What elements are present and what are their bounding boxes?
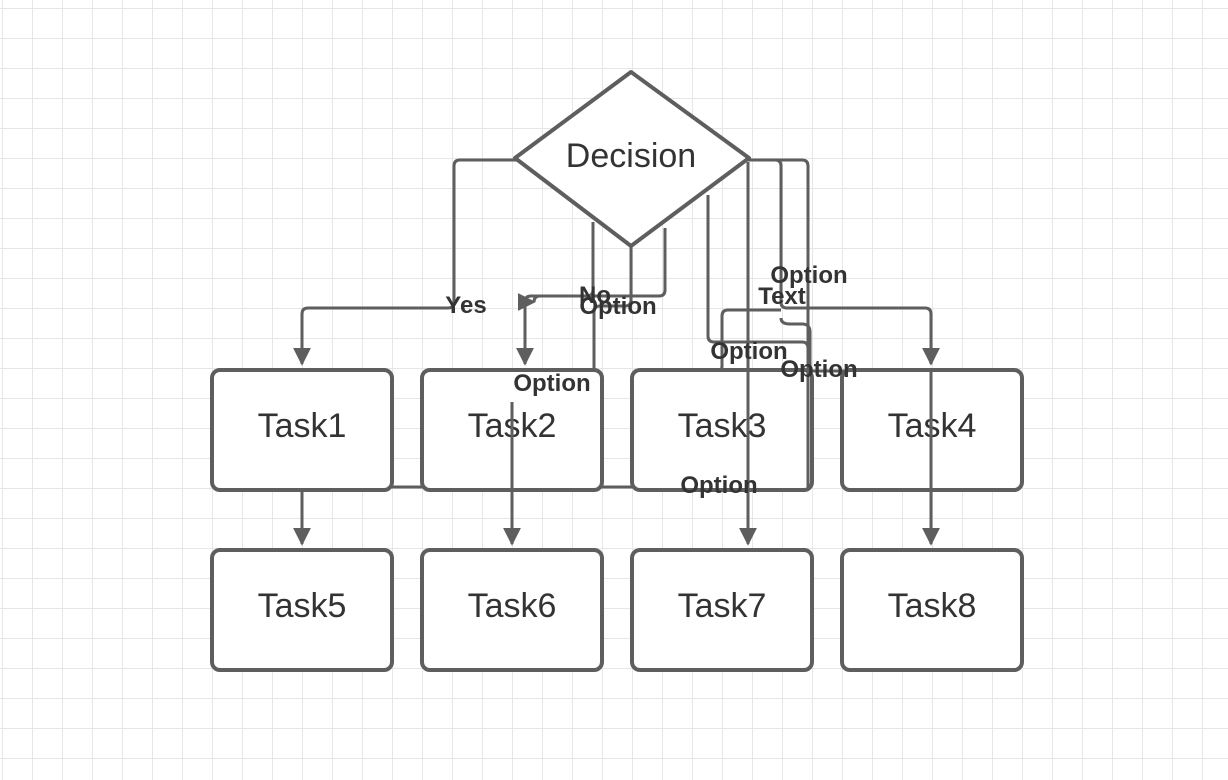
edge-label-option: Option — [680, 472, 757, 499]
task-shape[interactable] — [630, 548, 814, 672]
task-label: Task8 — [888, 587, 977, 625]
task-shape[interactable] — [210, 548, 394, 672]
task-label: Task5 — [258, 587, 347, 625]
task-shape[interactable] — [420, 548, 604, 672]
decision-label: Decision — [566, 137, 696, 175]
decision-shape[interactable] — [513, 70, 751, 248]
task-shape[interactable] — [630, 368, 814, 492]
edge-labels: Yes No Option Option Text Option Option … — [445, 262, 857, 499]
task-node-task7[interactable]: Task7 — [630, 548, 814, 672]
task-node-task3[interactable]: Task3 — [630, 368, 814, 492]
connector-overlay-task3 — [510, 372, 933, 488]
task-node-task6[interactable]: Task6 — [420, 548, 604, 672]
overlay-connectors — [510, 372, 933, 488]
task-node-task8[interactable]: Task8 — [840, 548, 1024, 672]
task-shape[interactable] — [840, 548, 1024, 672]
task-node-task5[interactable]: Task5 — [210, 548, 394, 672]
task-label: Task6 — [468, 587, 557, 625]
connector-option-task7[interactable] — [525, 228, 667, 304]
edge-label-option: Option — [780, 356, 857, 383]
connector-curve-right — [779, 317, 812, 370]
task-label: Task1 — [258, 407, 347, 445]
connector-yes[interactable] — [293, 158, 518, 366]
edge-label-option: Option — [770, 262, 847, 289]
edge-label-text: Text — [758, 283, 806, 310]
edge-label-option: Option — [579, 293, 656, 320]
task-label: Task3 — [678, 407, 767, 445]
decision-node[interactable]: Decision — [513, 70, 751, 248]
task-shape[interactable] — [210, 368, 394, 492]
task-nodes: Task1 Task2 Task3 Task4 Task5 Task6 Task… — [210, 368, 1024, 672]
edge-label-option: Option — [513, 370, 590, 397]
edge-label-yes: Yes — [445, 292, 486, 319]
task-node-task1[interactable]: Task1 — [210, 368, 394, 492]
edge-label-no: No — [579, 282, 611, 309]
task-label: Task7 — [678, 587, 767, 625]
edge-label-option: Option — [710, 338, 787, 365]
